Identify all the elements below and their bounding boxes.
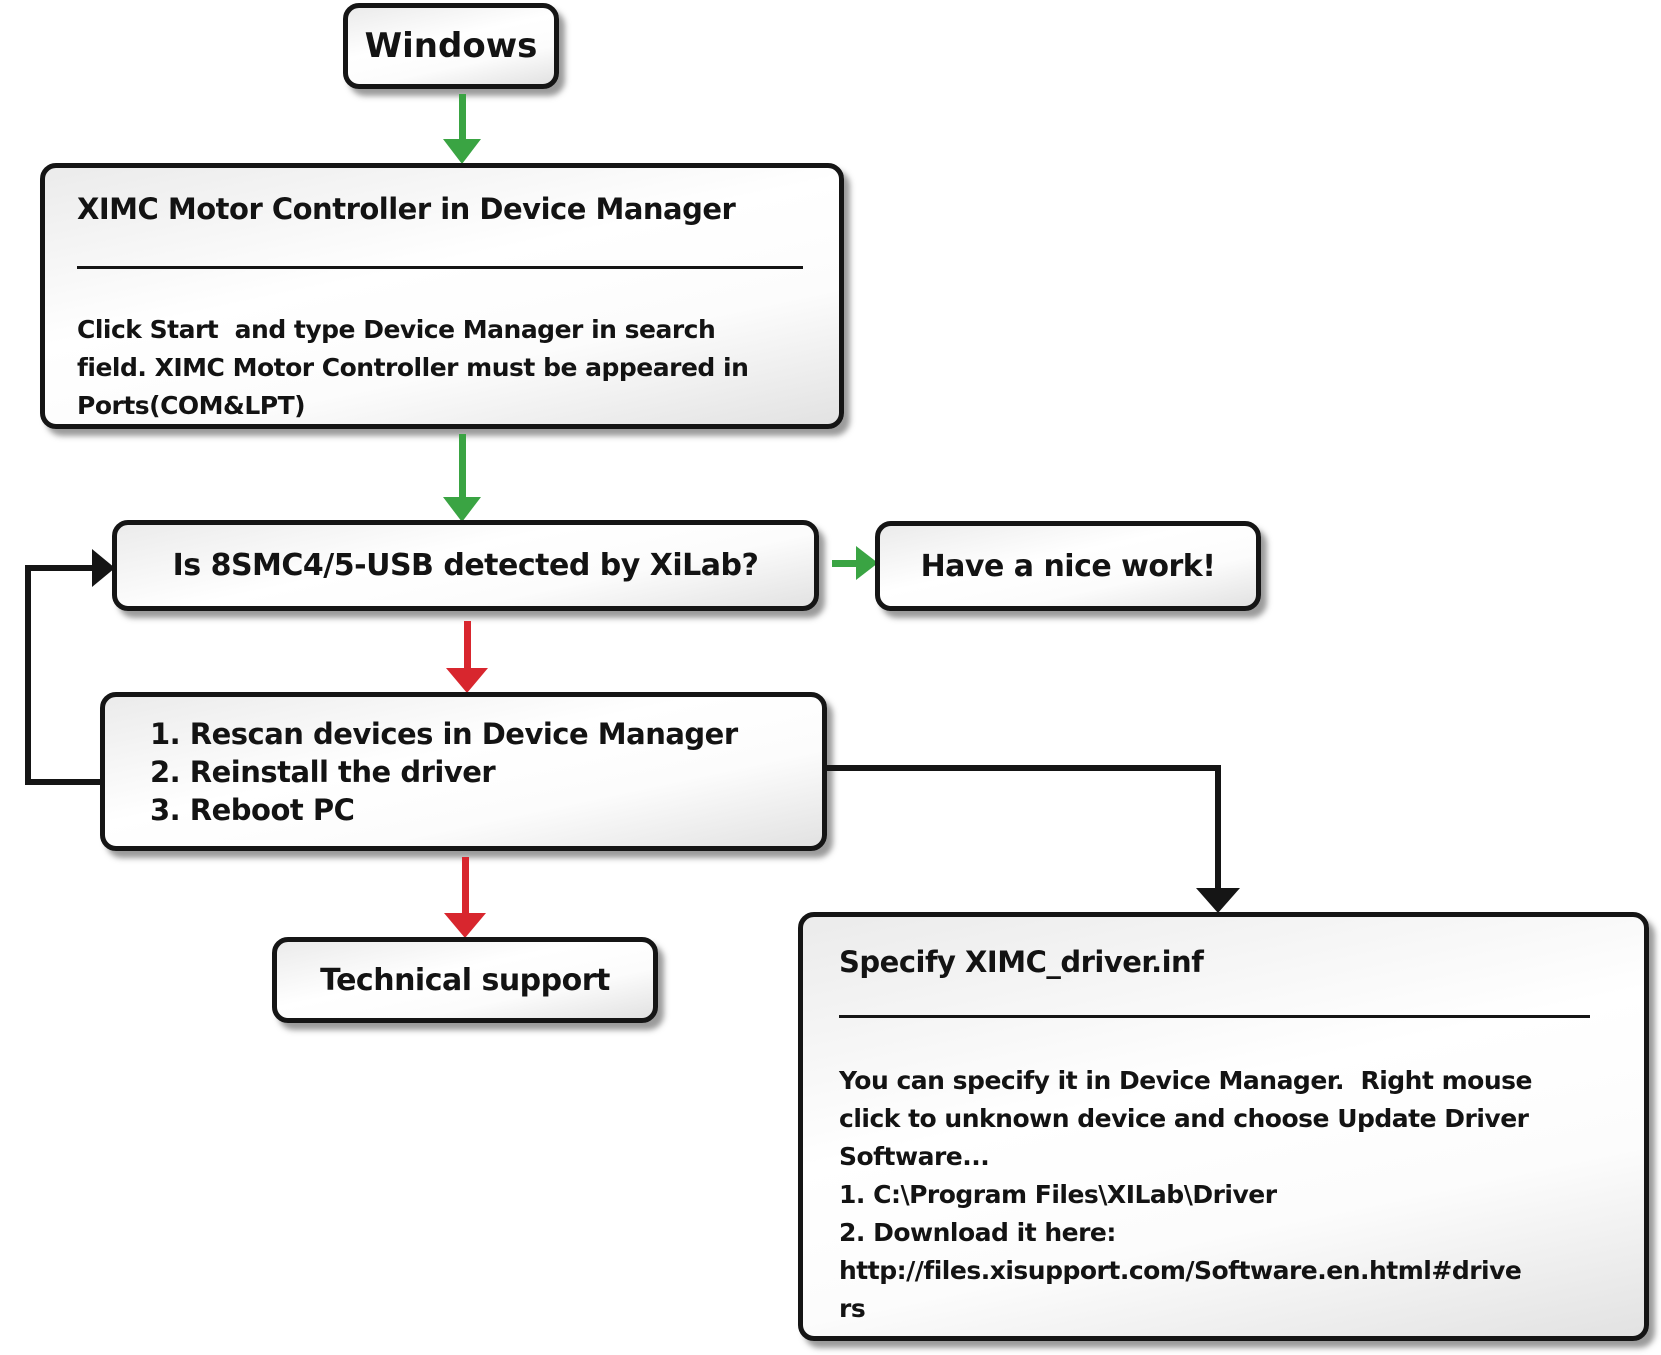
node-ximc-device-manager: XIMC Motor Controller in Device Manager … [40, 163, 844, 429]
node-specify-body-line: Software... [839, 1142, 990, 1171]
node-nice-work: Have a nice work! [875, 521, 1261, 611]
arrow-no-to-rescan-stem [464, 621, 471, 669]
node-windows-label: Windows [364, 26, 538, 66]
node-ximc-separator [77, 266, 803, 269]
loop-rescan-to-question-vertical-segment [25, 565, 31, 785]
node-ximc-body-line: field. XIMC Motor Controller must be app… [77, 353, 749, 382]
node-specify-title: Specify XIMC_driver.inf [839, 945, 1204, 979]
node-rescan-step: 1. Rescan devices in Device Manager [150, 716, 738, 751]
arrow-rescan-to-support-stem [462, 857, 469, 914]
node-specify-body-line: 1. C:\Program Files\XILab\Driver [839, 1180, 1277, 1209]
arrow-rescan-to-support-head-icon [444, 913, 486, 938]
line-rescan-to-specify-head-icon [1196, 888, 1240, 913]
node-specify-driver: Specify XIMC_driver.inf You can specify … [798, 912, 1649, 1341]
node-rescan-step: 2. Reinstall the driver [150, 754, 496, 789]
loop-rescan-to-question-head-icon [92, 549, 115, 587]
arrow-no-to-rescan-head-icon [446, 668, 488, 693]
loop-rescan-to-question-bottom-segment [25, 779, 103, 785]
node-ximc-title: XIMC Motor Controller in Device Manager [77, 192, 736, 226]
line-rescan-to-specify-horizontal-segment [826, 765, 1221, 771]
node-rescan-step: 3. Reboot PC [150, 792, 355, 827]
node-specify-body-line: 2. Download it here: [839, 1218, 1116, 1247]
node-specify-body-line: You can specify it in Device Manager. Ri… [839, 1066, 1532, 1095]
node-nice-work-label: Have a nice work! [920, 548, 1216, 584]
line-rescan-to-specify-vertical-segment [1215, 765, 1221, 890]
node-rescan-steps: 1. Rescan devices in Device Manager 2. R… [100, 692, 827, 851]
arrow-windows-to-ximc-stem [459, 94, 466, 140]
node-ximc-body-line: Click Start and type Device Manager in s… [77, 315, 716, 344]
arrow-windows-to-ximc-head-icon [443, 139, 481, 164]
node-specify-body-line: http://files.xisupport.com/Software.en.h… [839, 1256, 1522, 1285]
node-windows: Windows [343, 3, 559, 89]
node-ximc-body-line: Ports(COM&LPT) [77, 391, 306, 420]
node-specify-separator [839, 1015, 1590, 1018]
arrow-ximc-to-question-head-icon [443, 497, 481, 522]
node-question-label: Is 8SMC4/5-USB detected by XiLab? [172, 548, 759, 583]
node-tech-support-label: Technical support [320, 962, 610, 998]
arrow-yes-to-nice-work-stem [832, 560, 858, 567]
node-specify-body-line: click to unknown device and choose Updat… [839, 1104, 1529, 1133]
node-tech-support: Technical support [272, 937, 658, 1023]
loop-rescan-to-question-top-segment [25, 565, 95, 571]
node-specify-body-line: rs [839, 1294, 866, 1323]
arrow-yes-to-nice-work-head-icon [856, 546, 878, 580]
arrow-ximc-to-question-stem [459, 434, 466, 498]
node-question-is-detected: Is 8SMC4/5-USB detected by XiLab? [112, 520, 819, 611]
